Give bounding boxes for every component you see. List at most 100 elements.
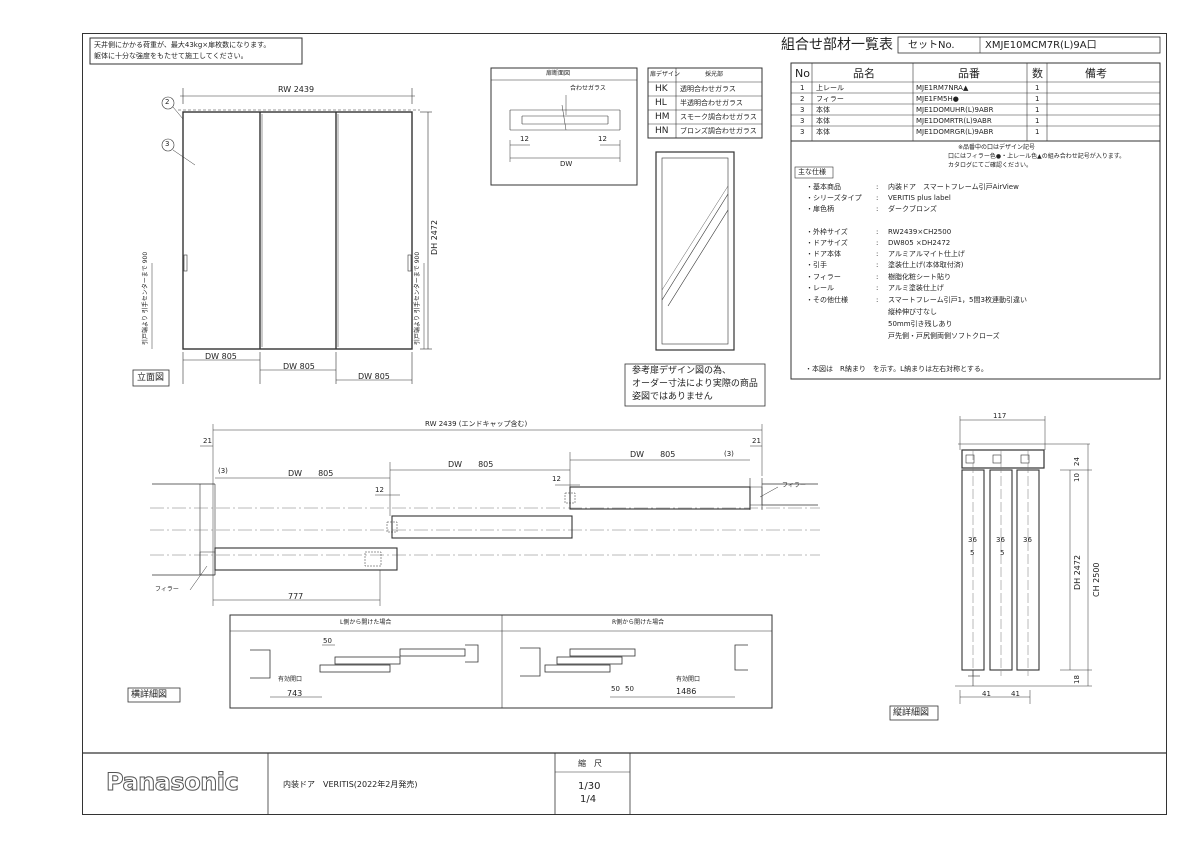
elevation-label: 立面図 — [137, 373, 165, 383]
table-row-3-qty: 1 — [1035, 106, 1040, 114]
opening-right: 1486 — [676, 687, 697, 696]
scale-label: 縮 尺 — [578, 759, 602, 768]
spec-key: ・フィラー — [806, 273, 841, 281]
col-code: 品番 — [958, 67, 980, 80]
notice-line2: 躯体に十分な強度をもたせて施工してください。 — [94, 52, 248, 60]
open-d50: 50 — [323, 637, 332, 645]
spec-extra-1: 縦枠伸び寸なし — [888, 308, 937, 316]
table-row-2-code: MJE1FM5H● — [916, 95, 959, 103]
table-row-1-name: 上レール — [816, 84, 844, 92]
spec-key: ・シリーズタイプ — [806, 194, 862, 202]
horizontal-dw2: DW 805 — [448, 460, 494, 469]
dim-36b: 36 — [996, 536, 1005, 544]
dim-41a: 41 — [982, 690, 991, 698]
elevation-dw3: DW 805 — [358, 372, 390, 381]
spec-value: DW805 ×DH2472 — [888, 239, 951, 247]
opening-left: 743 — [287, 689, 303, 698]
parts-note-1: ※品番中の口はデザイン記号 — [958, 144, 1036, 151]
elevation-dh: DH 2472 — [430, 219, 439, 255]
horizontal-dw1: DW 805 — [288, 469, 334, 478]
table-row-2-name: フィラー — [816, 95, 844, 103]
table-row-4-no: 3 — [800, 117, 805, 125]
dim-10: 10 — [1073, 473, 1081, 482]
spec-key: ・引手 — [806, 261, 827, 269]
notice-box — [89, 37, 303, 65]
spec-value: ダークブロンズ — [888, 205, 937, 213]
opening-detail-drawing — [127, 614, 773, 709]
glass-section-drawing — [490, 67, 638, 186]
opening-label-left: 有効開口 — [278, 676, 303, 683]
parts-note-3: カタログにてご確認ください。 — [948, 162, 1033, 169]
design-desc-4: ブロンズ調合わせガラス — [680, 127, 757, 135]
dim-24: 24 — [1073, 457, 1081, 466]
spec-extra-3: 戸先側・戸尻側両側ソフトクローズ — [888, 332, 1000, 340]
callout-2: 2 — [165, 98, 170, 106]
dim-36c: 36 — [1023, 536, 1032, 544]
spec-key: ・その他仕様 — [806, 296, 848, 304]
spec-key: ・扉色柄 — [806, 205, 834, 213]
spec-key: ・基本商品 — [806, 183, 841, 191]
col-no: No — [795, 67, 810, 80]
elevation-dw1: DW 805 — [205, 352, 237, 361]
ref-note-box — [624, 363, 766, 407]
table-row-2-no: 2 — [800, 95, 805, 103]
open-d50b: 50 — [625, 685, 634, 693]
dim-117: 117 — [993, 412, 1007, 420]
handle-note-left: 引戸端より 引手センターまで 900 — [142, 251, 149, 345]
col-qty: 数 — [1032, 67, 1043, 80]
spec-heading: 主な仕様 — [798, 168, 826, 176]
table-row-4-name: 本体 — [816, 117, 830, 125]
spec-key: ・ドアサイズ — [806, 239, 848, 247]
table-row-4-qty: 1 — [1035, 117, 1040, 125]
spec-value: 樹脂化粧シート貼り — [888, 273, 951, 281]
page-title: 組合せ部材一覧表 — [781, 37, 893, 53]
pos-3b: (3) — [724, 450, 734, 458]
left-open-title: L側から開けた場合 — [340, 619, 392, 626]
dim-5b: 5 — [1000, 549, 1005, 557]
spec-extra-2: 50mm引き残しあり — [888, 320, 953, 328]
opening-label-right: 有効開口 — [676, 676, 701, 683]
table-row-5-no: 3 — [800, 128, 805, 136]
notice-line1: 天井側にかかる荷重が、最大43kg×扉枚数になります。 — [94, 41, 271, 49]
table-row-1-no: 1 — [800, 84, 805, 92]
dim-41b: 41 — [1011, 690, 1020, 698]
spec-colon: : — [876, 273, 879, 281]
spec-key: ・外枠サイズ — [806, 228, 848, 236]
ref-note-1: 参考扉デザイン図の為、 — [632, 366, 732, 376]
table-row-3-no: 3 — [800, 106, 805, 114]
vertical-detail-drawing — [889, 416, 1092, 721]
elevation-rw: RW 2439 — [278, 85, 315, 94]
table-row-1-qty: 1 — [1035, 84, 1040, 92]
table-row-5-qty: 1 — [1035, 128, 1040, 136]
spec-value: VERITIS plus label — [888, 194, 951, 202]
set-label: セットNo. — [908, 40, 955, 51]
scale-1: 1/30 — [578, 781, 601, 792]
vertical-ch: CH 2500 — [1092, 562, 1101, 597]
glass-dim-12b: 12 — [598, 135, 607, 143]
design-code-4: HN — [655, 126, 669, 136]
spec-key: ・レール — [806, 284, 834, 292]
spec-colon: : — [876, 228, 879, 236]
table-row-5-name: 本体 — [816, 128, 830, 136]
filler-label-left: フィラー — [155, 586, 179, 593]
dim-21b: 21 — [752, 437, 761, 445]
horizontal-label: 横詳細図 — [131, 690, 168, 700]
spec-colon: : — [876, 296, 879, 304]
brand-logo: Panasonic — [105, 768, 239, 796]
horizontal-rw: RW 2439 (エンドキャップ含む) — [425, 420, 528, 428]
col-design: 扉デザイン — [650, 71, 681, 78]
title-block-lines — [82, 752, 1167, 815]
spec-value: 塗装仕上げ(本体取付済) — [888, 261, 964, 269]
horizontal-dw3: DW 805 — [630, 450, 676, 459]
spec-footnote: ・本図は R納まり を示す。L納まりは左右対称とする。 — [805, 365, 988, 373]
col-note: 備考 — [1085, 67, 1107, 80]
spec-value: アルミアルマイト仕上げ — [888, 250, 965, 258]
drawing-sheet — [82, 33, 1167, 815]
spec-colon: : — [876, 183, 879, 191]
product-name: 内装ドア VERITIS(2022年2月発売) — [283, 780, 418, 789]
horizontal-detail-drawing — [150, 424, 820, 606]
door-design-preview — [655, 151, 735, 351]
open-d50a: 50 — [611, 685, 620, 693]
spec-colon: : — [876, 284, 879, 292]
